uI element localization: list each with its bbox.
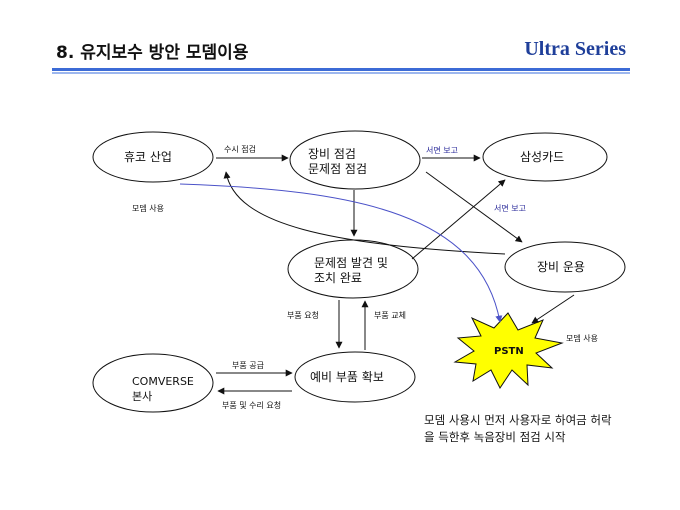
node-label-equipment-check: 장비 점검 문제점 점검 [308,147,368,176]
edge-label-parts-request: 부품 요청 [287,311,319,320]
node-pstn-starburst [453,312,564,389]
node-equipment-operation [504,241,626,293]
node-label-equipment-operation: 장비 운용 [537,260,585,274]
edge-label-parts-supply: 부품 공급 [232,361,264,370]
brand-logo-text: Ultra Series [524,38,626,60]
edge-problem-to-samsung [411,179,506,260]
node-hyuko [92,131,214,183]
edge-label-written-report-2: 서면 보고 [494,204,526,213]
node-samsung-card [482,132,608,182]
node-label-samsung-card: 삼성카드 [520,150,565,164]
edge-label-parts-replace: 부품 교체 [374,311,406,320]
edge-label-ad-hoc-check: 수시 점검 [224,145,256,154]
node-label-spare-parts: 예비 부품 확보 [310,370,384,384]
node-label-hyuko: 휴코 산업 [124,150,172,164]
edge-operation-to-hyuko [223,171,506,255]
edge-label-written-report-1: 서면 보고 [426,146,458,155]
node-spare-parts [294,351,416,403]
edge-operation-to-pstn [531,294,575,324]
edge-label-modem-use-1: 모뎀 사용 [132,204,164,213]
node-label-problem-found: 문제점 발견 및 조치 완료 [314,256,388,285]
header-divider [52,68,630,71]
node-equipment-check [289,130,421,190]
node-comverse [92,353,214,413]
edge-label-parts-repair-request: 부품 및 수리 요청 [222,401,282,410]
edge-hyuko-to-pstn-modem [179,183,503,323]
page-title: 8. 유지보수 방안 모뎀이용 [56,43,249,63]
node-label-comverse: COMVERSE 본사 [132,375,194,403]
edge-check-to-operation [425,171,523,243]
edge-label-modem-use-2: 모뎀 사용 [566,334,598,343]
node-label-pstn: PSTN [494,346,524,357]
modem-usage-note: 모뎀 사용시 먼저 사용자로 하여금 허락 을 득한후 녹음장비 점검 시작 [424,413,612,444]
header-divider-light [52,72,630,74]
